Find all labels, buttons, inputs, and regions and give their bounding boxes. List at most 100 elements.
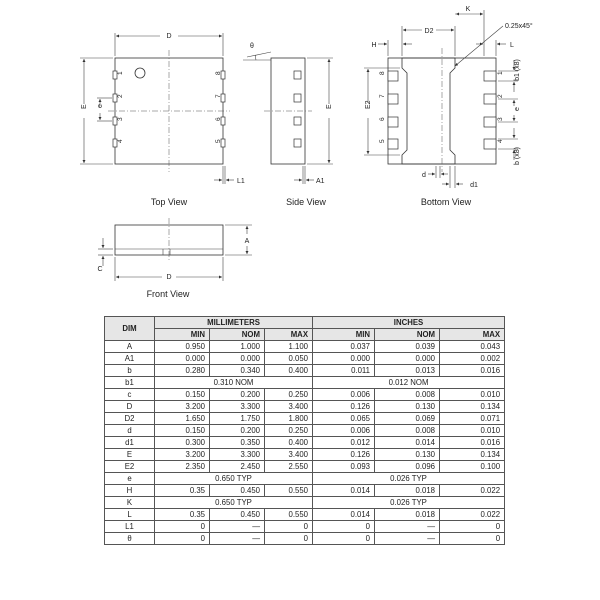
value-cell: 2.350 [154,460,210,473]
value-cell: 0 [312,520,376,533]
value-cell: 0.039 [374,340,441,353]
dim-label-E2: E2 [365,100,372,109]
dim-cell: e [104,472,155,485]
value-cell: 0.200 [209,388,265,401]
value-cell: 0.950 [154,340,210,353]
value-cell: 0.022 [439,508,506,521]
bottom-lead-pad [483,93,497,105]
dim-cell: θ [104,532,155,545]
value-cell: 0.071 [439,412,506,425]
side-pin-pad [293,70,302,80]
dim-cell: K [104,496,155,509]
value-cell: 0.008 [374,424,441,437]
dim-cell: d1 [104,436,155,449]
value-cell: 3.400 [263,400,314,413]
side-pin-pad [293,93,302,103]
bottom-pin-number: 8 [379,71,386,75]
inches-header: INCHES [312,316,506,329]
dim-label-H: H [371,42,376,49]
side-pin-pad [293,138,302,148]
dim-cell: A1 [104,352,155,365]
top-pin-number: 8 [215,71,222,75]
value-cell: 0.069 [374,412,441,425]
value-cell: 0.280 [154,364,210,377]
bottom-lead-pad [387,116,399,128]
dim-label-E-side: E [326,104,333,109]
value-cell-span: 0.650 TYP [153,496,314,509]
bottom-pin-number: 2 [497,94,504,98]
value-cell: 0.250 [263,388,314,401]
dim-cell: b [104,364,155,377]
value-cell: 0 [154,520,210,533]
dim-label-C: C [97,266,102,273]
dim-label-D2: D2 [425,28,434,35]
front-view: A C D Front View [97,218,252,299]
dim-label-e: e [97,104,104,108]
top-pin-number: 2 [117,94,124,98]
value-cell-span: 0.026 TYP [312,472,506,485]
value-cell: 3.200 [154,448,210,461]
value-cell: 0 [263,532,314,545]
value-cell: — [209,520,265,533]
bottom-lead-pad [483,116,497,128]
sub-header-max-mm: MAX [263,328,314,341]
value-cell: 0.550 [263,508,314,521]
dim-label-D: D [166,33,171,40]
value-cell: 0.018 [374,508,441,521]
value-cell: 0.013 [374,364,441,377]
value-cell: 0.000 [374,352,441,365]
dim-cell: b1 [104,376,155,389]
bottom-lead-pad [387,70,399,82]
value-cell: 1.650 [154,412,210,425]
bottom-pin-number: 7 [379,94,386,98]
value-cell: 0.006 [312,424,376,437]
value-cell: 0.450 [209,484,265,497]
sub-header-min-in: MIN [312,328,376,341]
value-cell: 0.022 [439,484,506,497]
top-pin-tab [112,93,118,103]
dim-label-D-front: D [166,274,171,281]
top-pin-tab [112,138,118,148]
value-cell: 0.350 [209,436,265,449]
value-cell: 0 [154,532,210,545]
bottom-view: 8 7 6 5 1 2 3 4 D2 K 0.25x45° H L [364,6,533,207]
value-cell: 3.300 [209,448,265,461]
value-cell: 3.300 [209,400,265,413]
value-cell: 0.400 [263,436,314,449]
value-cell: 0 [439,520,506,533]
dim-cell: D [104,400,155,413]
top-pin-number: 3 [117,117,124,121]
value-cell-span: 0.310 NOM [153,376,314,389]
millimeters-header: MILLIMETERS [153,316,314,329]
value-cell: 0.050 [263,352,314,365]
value-cell: 0.093 [312,460,376,473]
value-cell: 0.100 [439,460,506,473]
side-view-title: Side View [286,197,326,207]
pin1-marker-icon [134,67,146,79]
bottom-pin-number: 4 [497,139,504,143]
value-cell: 0.130 [374,400,441,413]
dim-cell: A [104,340,155,353]
top-pin-tab [220,116,226,126]
value-cell: 0.000 [154,352,210,365]
sub-header-nom-mm: NOM [209,328,265,341]
value-cell: 0.134 [439,448,506,461]
value-cell: 0.250 [263,424,314,437]
dim-cell: E2 [104,460,155,473]
value-cell: 0.006 [312,388,376,401]
value-cell: 0.000 [312,352,376,365]
value-cell: 3.200 [154,400,210,413]
value-cell: 0.014 [312,484,376,497]
dim-label-b: b (x8) [514,147,521,165]
